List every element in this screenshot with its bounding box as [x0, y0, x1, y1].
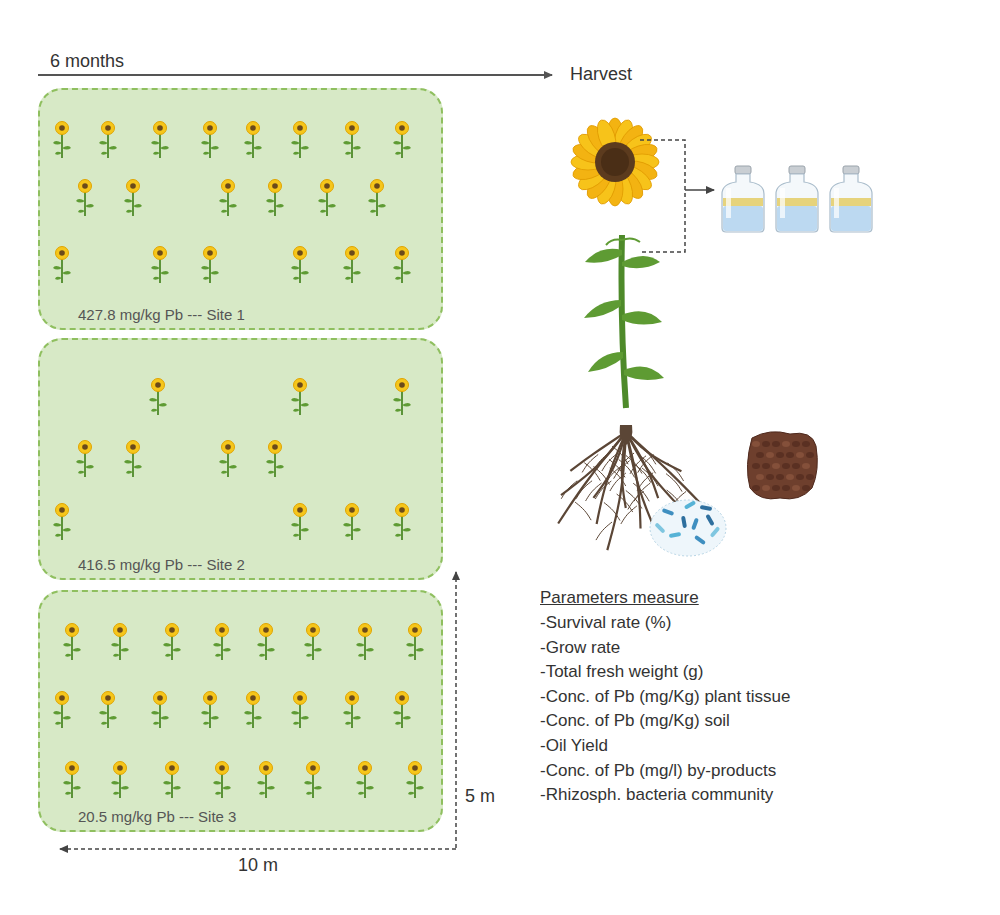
- sunflower-icon: [393, 247, 411, 284]
- sunflower-icon: [219, 441, 237, 478]
- dimension-label: 10 m: [238, 855, 278, 876]
- sunflower-icon: [99, 122, 117, 159]
- sunflower-icon: [291, 692, 309, 729]
- sunflower-head: [571, 118, 660, 207]
- bracket: [640, 140, 685, 252]
- sunflower-icon: [368, 180, 386, 217]
- sunflower-icon: [149, 379, 167, 416]
- sunflower-icon: [406, 762, 424, 799]
- sunflower-icon: [266, 441, 284, 478]
- sunflower-icon: [244, 692, 262, 729]
- site-label: 20.5 mg/kg Pb --- Site 3: [78, 808, 236, 825]
- sunflower-icon: [406, 624, 424, 661]
- sunflower-icon: [163, 624, 181, 661]
- parameter-item: -Conc. of Pb (mg/l) by-products: [540, 761, 776, 781]
- parameter-item: -Oil Yield: [540, 736, 608, 756]
- sunflower-icon: [343, 692, 361, 729]
- sunflower-icon: [291, 247, 309, 284]
- field-plot: 20.5 mg/kg Pb --- Site 3: [38, 590, 443, 832]
- plot-ground: [38, 88, 443, 330]
- sunflower-icon: [151, 247, 169, 284]
- site-label: 427.8 mg/kg Pb --- Site 1: [78, 306, 245, 323]
- sunflower-icon: [124, 441, 142, 478]
- time-label: 6 months: [50, 51, 124, 72]
- parameter-item: -Grow rate: [540, 638, 620, 658]
- sunflower-icon: [76, 180, 94, 217]
- sunflower-icon: [343, 504, 361, 541]
- sunflower-icon: [151, 692, 169, 729]
- parameter-item: -Conc. of Pb (mg/Kg) soil: [540, 711, 730, 731]
- sunflower-icon: [393, 379, 411, 416]
- sunflower-icon: [291, 504, 309, 541]
- rhizosphere-bacteria: [650, 500, 726, 556]
- sunflower-icon: [213, 762, 231, 799]
- list-heading: Parameters measure: [540, 588, 699, 608]
- sunflower-icon: [356, 762, 374, 799]
- plot-ground: [38, 590, 443, 832]
- sunflower-icon: [213, 624, 231, 661]
- sunflower-icon: [393, 692, 411, 729]
- sunflower-icon: [343, 247, 361, 284]
- sunflower-icon: [343, 122, 361, 159]
- sunflower-icon: [111, 762, 129, 799]
- sunflower-icon: [318, 180, 336, 217]
- sunflower-icon: [151, 122, 169, 159]
- sunflower-icon: [53, 247, 71, 284]
- sunflower-icon: [201, 692, 219, 729]
- sunflower-icon: [219, 180, 237, 217]
- soil-sample: [747, 432, 817, 499]
- sunflower-icon: [257, 762, 275, 799]
- sunflower-stem: [584, 235, 664, 408]
- sunflower-icon: [201, 247, 219, 284]
- sunflower-icon: [53, 504, 71, 541]
- sunflower-icon: [291, 122, 309, 159]
- parameter-item: -Rhizosph. bacteria community: [540, 785, 773, 805]
- dimension-label: 5 m: [465, 786, 495, 807]
- sunflower-icon: [63, 762, 81, 799]
- sunflower-icon: [63, 624, 81, 661]
- oil-bottles: [722, 166, 872, 232]
- width-dimension: [60, 848, 456, 850]
- sunflower-icon: [266, 180, 284, 217]
- height-dimension: [455, 572, 457, 848]
- parameter-item: -Conc. of Pb (mg/Kg) plant tissue: [540, 687, 790, 707]
- bracket-arrow: [685, 189, 714, 191]
- sunflower-icon: [124, 180, 142, 217]
- sunflower-icon: [304, 762, 322, 799]
- parameter-item: -Survival rate (%): [540, 613, 671, 633]
- sunflower-icon: [304, 624, 322, 661]
- plot-ground: [38, 338, 443, 580]
- sunflower-icon: [393, 122, 411, 159]
- field-plot: 427.8 mg/kg Pb --- Site 1: [38, 88, 443, 330]
- sunflower-icon: [53, 122, 71, 159]
- harvest-label: Harvest: [570, 64, 632, 85]
- sunflower-icon: [356, 624, 374, 661]
- sunflower-icon: [244, 122, 262, 159]
- sunflower-icon: [393, 504, 411, 541]
- timeline-arrow: [38, 74, 552, 76]
- sunflower-icon: [53, 692, 71, 729]
- sunflower-icon: [257, 624, 275, 661]
- sunflower-icon: [201, 122, 219, 159]
- sunflower-icon: [291, 379, 309, 416]
- site-label: 416.5 mg/kg Pb --- Site 2: [78, 556, 245, 573]
- sunflower-icon: [99, 692, 117, 729]
- sunflower-icon: [76, 441, 94, 478]
- sunflower-icon: [111, 624, 129, 661]
- field-plot: 416.5 mg/kg Pb --- Site 2: [38, 338, 443, 580]
- parameter-item: -Total fresh weight (g): [540, 662, 703, 682]
- sunflower-icon: [163, 762, 181, 799]
